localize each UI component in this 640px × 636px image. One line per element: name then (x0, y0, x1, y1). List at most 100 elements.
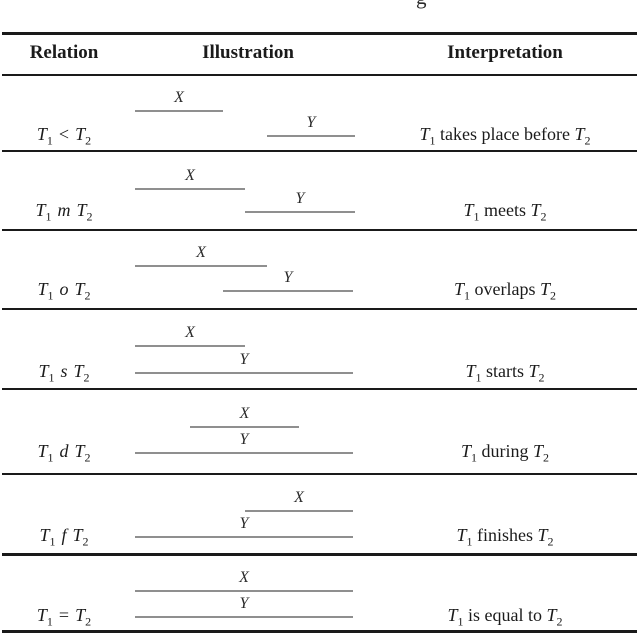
table-top-rule (2, 32, 637, 35)
x-interval-label: X (196, 244, 206, 261)
t1-symbol: T (39, 525, 50, 545)
y-interval-line (135, 536, 353, 538)
t1-symbol: T (460, 441, 471, 461)
row-separator-5 (2, 473, 637, 475)
relation-op: o (59, 279, 69, 299)
t2-symbol: T (574, 124, 585, 144)
cropped-caption-fragment: g (412, 0, 442, 9)
t1-subscript: 1 (475, 370, 482, 385)
t2-subscript: 2 (538, 370, 545, 385)
y-interval-line (135, 452, 353, 454)
t1-subscript: 1 (46, 133, 53, 148)
interpretation-text: takes place before (440, 124, 570, 144)
t2-subscript: 2 (556, 614, 563, 629)
t2-symbol: T (546, 605, 557, 625)
t2-subscript: 2 (85, 614, 92, 629)
x-interval-label: X (185, 167, 195, 184)
interpretation-text: meets (484, 200, 526, 220)
y-interval-line (245, 211, 355, 213)
relation-op: f (61, 525, 67, 545)
y-interval-label: Y (295, 190, 305, 207)
x-interval-line (135, 590, 353, 592)
t2-symbol: T (75, 605, 86, 625)
t1-subscript: 1 (473, 209, 480, 224)
x-interval-label: X (294, 489, 304, 506)
interpretation-text: during (481, 441, 529, 461)
t1-subscript: 1 (49, 534, 56, 549)
t2-symbol: T (76, 200, 87, 220)
row-separator-6 (2, 553, 637, 556)
t2-symbol: T (72, 525, 83, 545)
t1-symbol: T (456, 525, 467, 545)
x-interval-label: X (239, 405, 250, 422)
t1-subscript: 1 (48, 370, 55, 385)
row-separator-3 (2, 308, 637, 310)
t1-symbol: T (465, 361, 476, 381)
y-interval-label: Y (239, 595, 249, 612)
x-interval-line (135, 345, 245, 347)
t1-symbol: T (453, 279, 464, 299)
t1-symbol: T (463, 200, 474, 220)
t2-symbol: T (73, 361, 84, 381)
column-header-interpretation: Interpretation (447, 42, 563, 63)
relation-op: m (57, 200, 71, 220)
y-interval-label: Y (239, 431, 249, 448)
t2-subscript: 2 (84, 288, 91, 303)
interpretation-text: finishes (477, 525, 533, 545)
t2-subscript: 2 (84, 450, 91, 465)
column-header-relation: Relation (29, 42, 99, 63)
t2-subscript: 2 (82, 534, 89, 549)
t2-subscript: 2 (86, 209, 93, 224)
interpretation-text: starts (486, 361, 524, 381)
row-separator-4 (2, 388, 637, 390)
relation-op: s (60, 361, 68, 381)
y-interval-label: Y (239, 515, 249, 532)
t1-subscript: 1 (47, 288, 54, 303)
y-interval-line (135, 616, 353, 618)
t1-symbol: T (37, 279, 48, 299)
y-interval-line (267, 135, 355, 137)
relation-op: = (58, 605, 70, 625)
t2-symbol: T (533, 441, 544, 461)
t2-subscript: 2 (540, 209, 547, 224)
t1-subscript: 1 (46, 614, 53, 629)
y-interval-line (223, 290, 353, 292)
t2-symbol: T (530, 200, 541, 220)
x-interval-line (245, 510, 353, 512)
x-interval-line (135, 110, 223, 112)
interpretation-cell: T1 meets T2 (370, 195, 640, 225)
y-interval-line (135, 372, 353, 374)
t1-symbol: T (37, 441, 48, 461)
relation-cell: T1<T2 (8, 119, 120, 149)
x-interval-line (190, 426, 299, 428)
t2-subscript: 2 (543, 450, 550, 465)
interpretation-text: overlaps (474, 279, 536, 299)
interpretation-cell: T1 finishes T2 (370, 520, 640, 550)
t2-symbol: T (74, 279, 85, 299)
interpretation-cell: T1 takes place before T2 (370, 119, 640, 149)
interpretation-cell: T1 starts T2 (370, 356, 640, 386)
y-interval-label: Y (283, 269, 293, 286)
t2-symbol: T (537, 525, 548, 545)
t2-subscript: 2 (550, 288, 556, 303)
row-separator-2 (2, 229, 637, 231)
table-bottom-rule (2, 630, 637, 633)
t2-symbol: T (528, 361, 539, 381)
header-bottom-rule (2, 74, 637, 76)
t1-subscript: 1 (471, 450, 477, 465)
relation-cell: T1=T2 (8, 600, 120, 630)
column-header-illustration: Illustration (202, 42, 294, 63)
x-interval-label: X (174, 89, 184, 106)
t2-symbol: T (539, 279, 550, 299)
interpretation-text: is equal to (468, 605, 542, 625)
interpretation-cell: T1 overlaps T2 (370, 274, 640, 304)
t2-subscript: 2 (547, 534, 554, 549)
